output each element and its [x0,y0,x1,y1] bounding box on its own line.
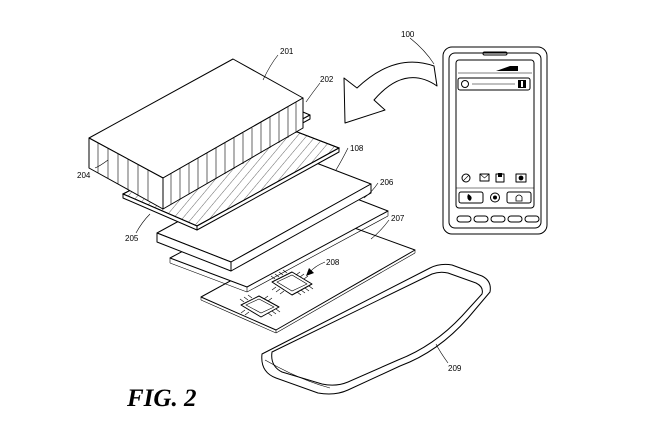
label-108: 108 [350,144,364,153]
label-100: 100 [401,30,415,39]
bezel-209 [261,263,491,395]
arrow-208-icon [306,261,326,276]
chip-icon [270,269,314,296]
label-206: 206 [380,178,394,187]
softkeys-icon [458,191,532,204]
label-208: 208 [326,258,340,267]
home-icons [461,173,527,183]
cover-201 [88,58,304,210]
label-201: 201 [280,47,294,56]
search-bar-icon [457,77,531,91]
label-207: 207 [391,214,405,223]
leader-lines [94,37,449,364]
label-204: 204 [77,171,91,180]
label-205: 205 [125,234,139,243]
display-108 [156,155,372,272]
status-bar-icon [458,66,532,74]
label-209: 209 [448,364,462,373]
chip-icon [239,294,281,318]
hardware-buttons [456,215,540,223]
figure-caption: FIG. 2 [126,385,196,412]
phone-100 [442,46,548,235]
flip-arrow-icon [343,61,438,124]
label-202: 202 [320,75,334,84]
